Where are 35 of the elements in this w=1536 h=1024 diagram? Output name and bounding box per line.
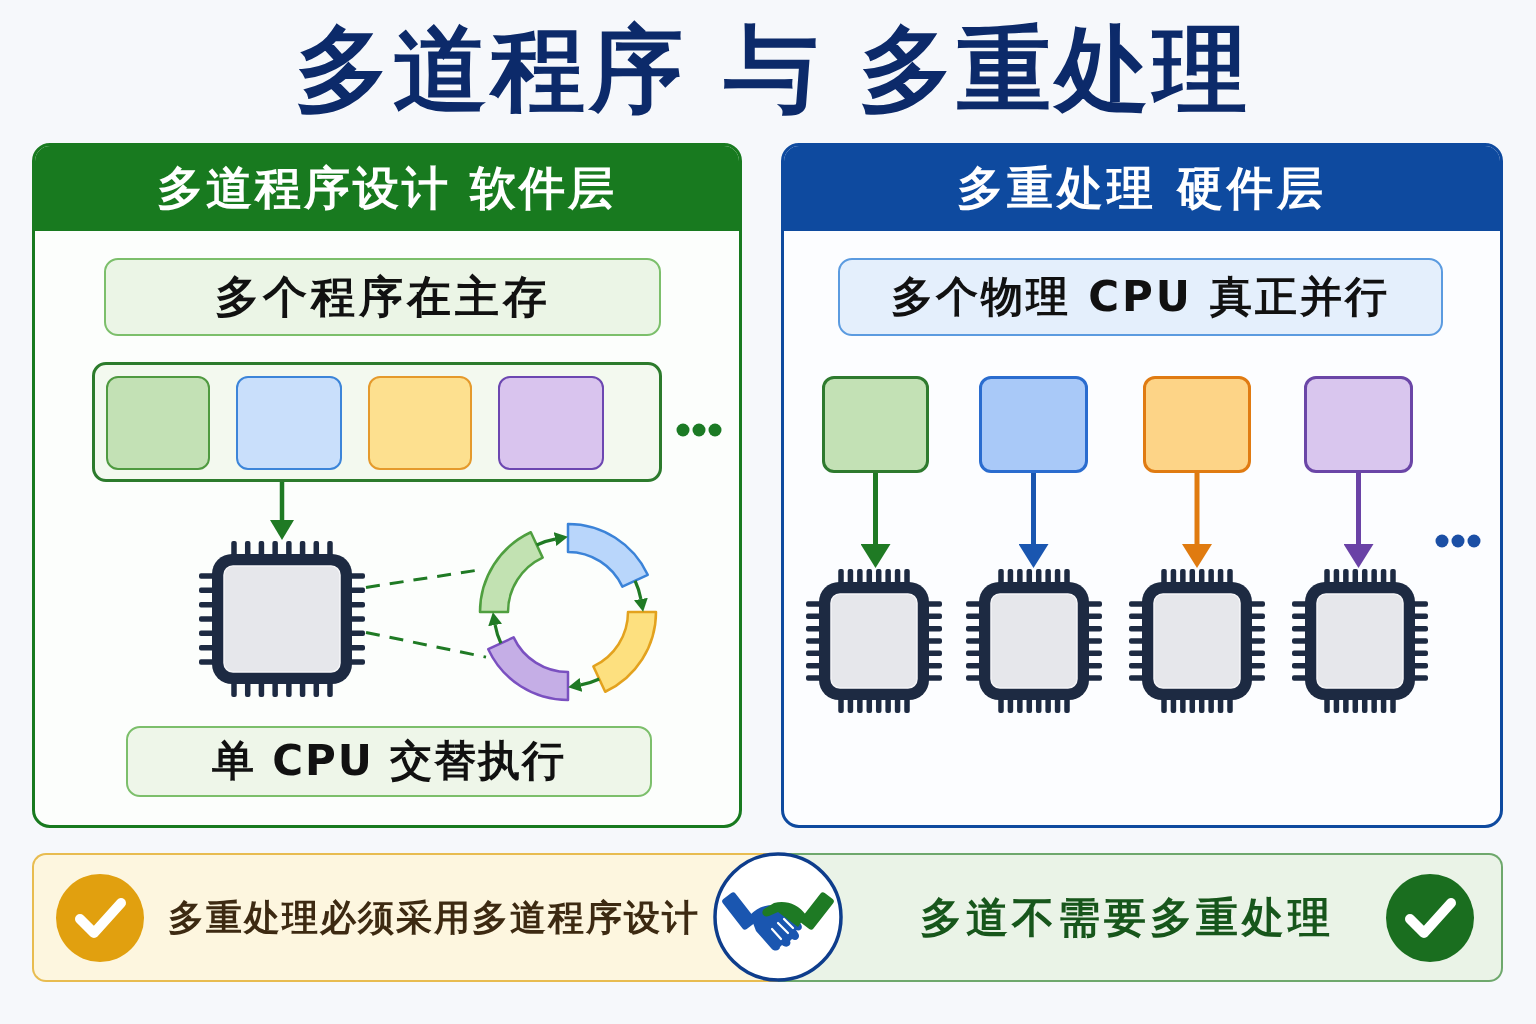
- note-banner: [844, 853, 1503, 982]
- program-block: [498, 376, 604, 470]
- program-block: [106, 376, 210, 470]
- arrow: [270, 482, 294, 540]
- program-block: [979, 376, 1088, 473]
- ring-segment: [478, 530, 545, 614]
- program-block: [822, 376, 929, 473]
- arrow: [1182, 473, 1212, 568]
- arrow: [488, 612, 503, 644]
- program-block: [368, 376, 472, 470]
- arrow: [568, 677, 600, 692]
- title: 多道程序 与 多重处理: [295, 14, 1251, 126]
- label-box: 多个物理 CPU 真正并行: [838, 258, 1443, 336]
- ring-segment: [591, 610, 658, 694]
- arrow: [1343, 473, 1374, 568]
- dashed-line: [365, 630, 487, 659]
- note-banner: [32, 853, 712, 982]
- panel: [781, 143, 1503, 828]
- memory-box: [92, 362, 662, 482]
- arrow: [633, 580, 648, 612]
- panel-header: 多道程序设计 软件层: [35, 146, 739, 231]
- label-box: 多个程序在主存: [104, 258, 661, 336]
- ring-segment: [486, 635, 570, 702]
- ring-segment: [566, 522, 650, 589]
- arrow: [536, 532, 568, 547]
- program-block: [1143, 376, 1251, 473]
- arrow: [860, 473, 891, 568]
- note-text: 多道不需要多重处理: [920, 893, 1334, 942]
- note-text: 多重处理必须采用多道程序设计: [168, 896, 700, 939]
- panel-header: 多重处理 硬件层: [784, 146, 1500, 231]
- program-block: [1304, 376, 1413, 473]
- panel: [32, 143, 742, 828]
- program-block: [236, 376, 342, 470]
- label-box: 单 CPU 交替执行: [126, 726, 652, 797]
- arrow: [1018, 473, 1049, 568]
